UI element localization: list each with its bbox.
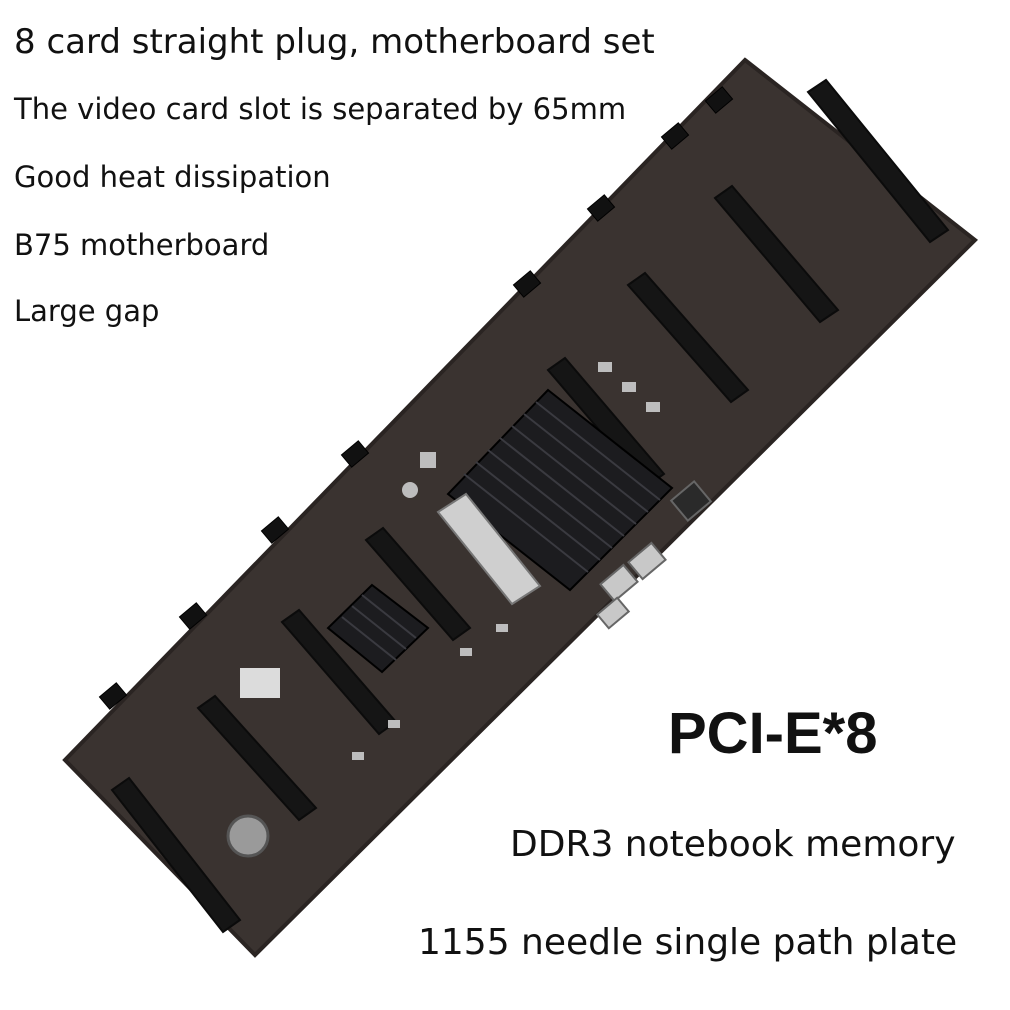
pcie-slot <box>110 776 242 934</box>
headline-text: 8 card straight plug, motherboard set <box>14 22 655 62</box>
feature-heat-dissipation: Good heat dissipation <box>14 160 331 194</box>
pcie-slot <box>713 184 840 324</box>
feature-slot-spacing: The video card slot is separated by 65mm <box>14 92 627 126</box>
feature-motherboard-model: B75 motherboard <box>14 228 270 262</box>
pcie-slots <box>110 78 950 934</box>
cmos-battery <box>226 814 270 858</box>
board-components <box>240 362 660 760</box>
pcie-slot <box>626 271 750 404</box>
chipset-heatsink <box>326 583 430 674</box>
pcie-slot <box>806 78 950 244</box>
power-connectors <box>98 86 734 710</box>
pcie-label: PCI-E*8 <box>668 701 878 766</box>
io-ports <box>595 479 713 630</box>
pcie-slot <box>364 526 472 642</box>
pcie-slot <box>196 694 318 822</box>
ddr3-memory-slot <box>436 492 542 606</box>
cpu-heatsink <box>446 388 674 592</box>
socket-label: 1155 needle single path plate <box>418 922 958 963</box>
memory-label: DDR3 notebook memory <box>510 824 956 865</box>
feature-large-gap: Large gap <box>14 294 160 328</box>
